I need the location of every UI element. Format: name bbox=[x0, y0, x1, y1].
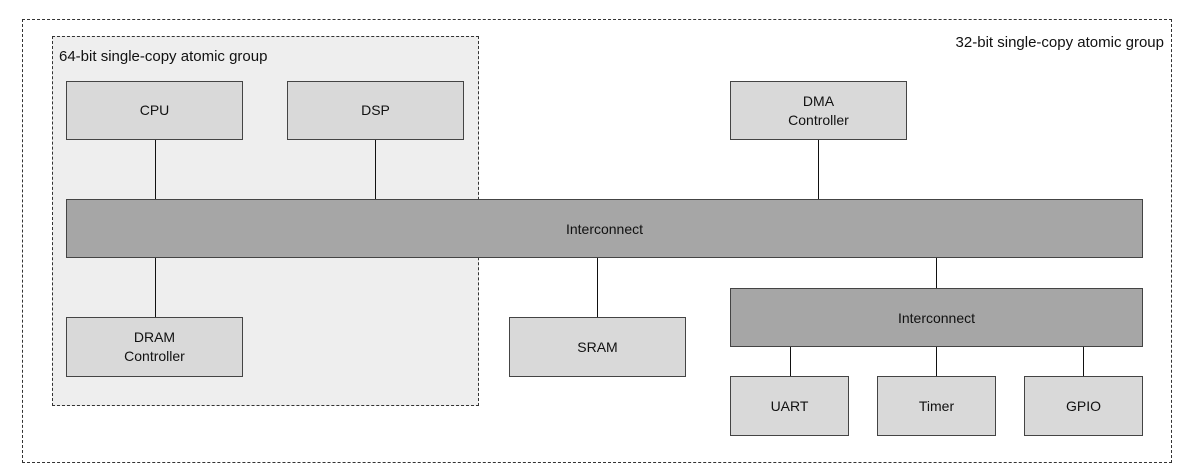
connector-interconnect-secondary bbox=[936, 257, 937, 289]
sram-label: SRAM bbox=[577, 338, 618, 355]
dsp-label: DSP bbox=[361, 102, 390, 118]
sram-block: SRAM bbox=[509, 317, 686, 377]
interconnect-secondary: Interconnect bbox=[730, 288, 1143, 347]
group-32bit-label: 32-bit single-copy atomic group bbox=[955, 34, 1164, 51]
gpio-label: GPIO bbox=[1065, 397, 1101, 414]
group-64bit-label: 64-bit single-copy atomic group bbox=[59, 48, 268, 65]
uart-label: UART bbox=[770, 397, 809, 414]
interconnect-secondary-label: Interconnect bbox=[897, 309, 976, 326]
interconnect-main: Interconnect bbox=[66, 199, 1143, 258]
cpu-block: CPU bbox=[66, 81, 243, 140]
connector-cpu-interconnect bbox=[155, 139, 156, 200]
connector-dsp-interconnect bbox=[375, 139, 376, 200]
uart-block: UART bbox=[730, 376, 849, 436]
dma-controller-block: DMA Controller bbox=[730, 81, 907, 140]
connector-interconnect-sram bbox=[597, 257, 598, 318]
dram-controller-block: DRAM Controller bbox=[66, 317, 243, 377]
timer-block: Timer bbox=[877, 376, 996, 436]
connector-interconnect-dram bbox=[155, 257, 156, 318]
connector-dma-interconnect bbox=[818, 139, 819, 200]
dma-controller-label: DMA Controller bbox=[788, 92, 849, 128]
connector-secondary-gpio bbox=[1083, 346, 1084, 377]
timer-label: Timer bbox=[918, 397, 955, 414]
connector-secondary-uart bbox=[790, 346, 791, 377]
dsp-block: DSP bbox=[287, 81, 464, 140]
connector-secondary-timer bbox=[936, 346, 937, 377]
dram-controller-label: DRAM Controller bbox=[124, 329, 185, 364]
interconnect-main-label: Interconnect bbox=[565, 220, 644, 237]
gpio-block: GPIO bbox=[1024, 376, 1143, 436]
cpu-label: CPU bbox=[139, 102, 170, 118]
